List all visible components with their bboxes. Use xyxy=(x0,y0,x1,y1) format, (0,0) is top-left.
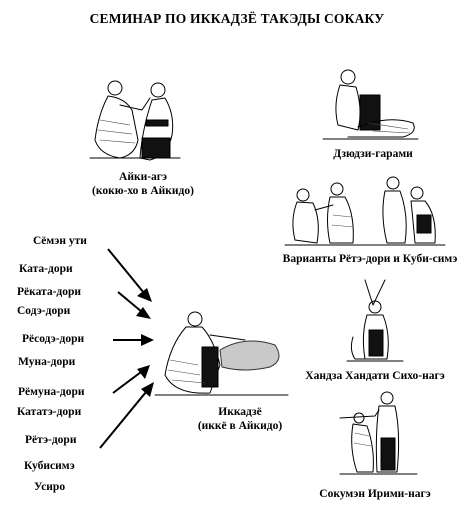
caption-dzyudzi-garami-line1: Дзюдзи-гарами xyxy=(333,148,413,160)
technique-label: Рёката-дори xyxy=(17,286,81,298)
arrow xyxy=(107,248,152,302)
technique-label: Ката-дори xyxy=(19,263,73,275)
caption-ikkadze-line1: Иккадзё xyxy=(218,406,262,418)
caption-sokumen: Сокумэн Ирими-нагэ xyxy=(290,487,460,501)
handza-illustration xyxy=(346,279,404,362)
caption-handza: Хандза Хандати Сихо-нагэ xyxy=(285,369,465,383)
technique-label: Муна-дори xyxy=(18,356,76,368)
technique-label: Усиро xyxy=(34,481,66,493)
caption-dzyudzi-garami: Дзюдзи-гарами xyxy=(318,147,428,161)
caption-handza-line1: Хандза Хандати Сихо-нагэ xyxy=(305,370,445,382)
technique-label: Рётэ-дори xyxy=(25,434,77,446)
arrow xyxy=(112,365,150,394)
caption-aiki-age-line1: Айки-агэ xyxy=(119,171,167,183)
aiki-age-illustration xyxy=(89,80,181,161)
technique-label: Рёсодэ-дори xyxy=(22,333,85,345)
technique-label: Содэ-дори xyxy=(17,305,71,317)
page-title: СЕМИНАР ПО ИККАДЗЁ ТАКЭДЫ СОКАКУ xyxy=(89,11,385,26)
caption-sokumen-line1: Сокумэн Ирими-нагэ xyxy=(319,488,431,500)
technique-label: Рёмуна-дори xyxy=(18,386,85,398)
technique-label: Кататэ-дори xyxy=(17,406,82,418)
arrow xyxy=(117,291,151,319)
caption-ikkadze-line2: (иккё в Айкидо) xyxy=(197,420,283,432)
caption-variants: Варианты Рётэ-дори и Куби-симэ xyxy=(270,252,470,266)
technique-label: Сёмэн ути xyxy=(33,235,87,247)
caption-variants-line1: Варианты Рётэ-дори и Куби-симэ xyxy=(282,253,458,265)
caption-aiki-age-line2: (кокю-хо в Айкидо) xyxy=(92,185,194,197)
variants-illustration xyxy=(284,176,446,246)
arrow xyxy=(99,382,154,449)
sokumen-illustration xyxy=(339,391,418,475)
technique-label: Кубисимэ xyxy=(24,460,75,472)
dzyudzi-garami-illustration xyxy=(322,69,419,140)
ikkadze-illustration xyxy=(154,311,289,396)
caption-aiki-age: Айки-агэ (кокю-хо в Айкидо) xyxy=(78,170,208,198)
caption-ikkadze: Иккадзё (иккё в Айкидо) xyxy=(185,405,295,433)
arrow xyxy=(113,334,154,346)
